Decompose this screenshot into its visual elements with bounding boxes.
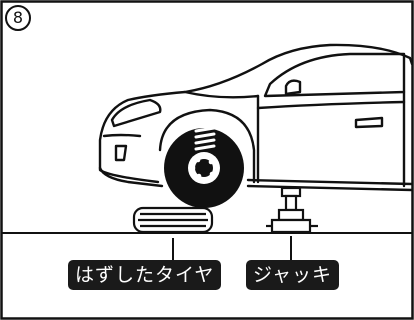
spring-icon <box>194 126 216 151</box>
jack-label: ジャッキ <box>246 260 340 290</box>
tire-icon <box>132 206 214 234</box>
step-number-badge: 8 <box>5 5 31 31</box>
removed-tire-label: はずしたタイヤ <box>68 260 222 290</box>
wheel-icon <box>164 128 244 208</box>
jack-icon <box>266 186 318 234</box>
car-illustration <box>98 43 414 192</box>
